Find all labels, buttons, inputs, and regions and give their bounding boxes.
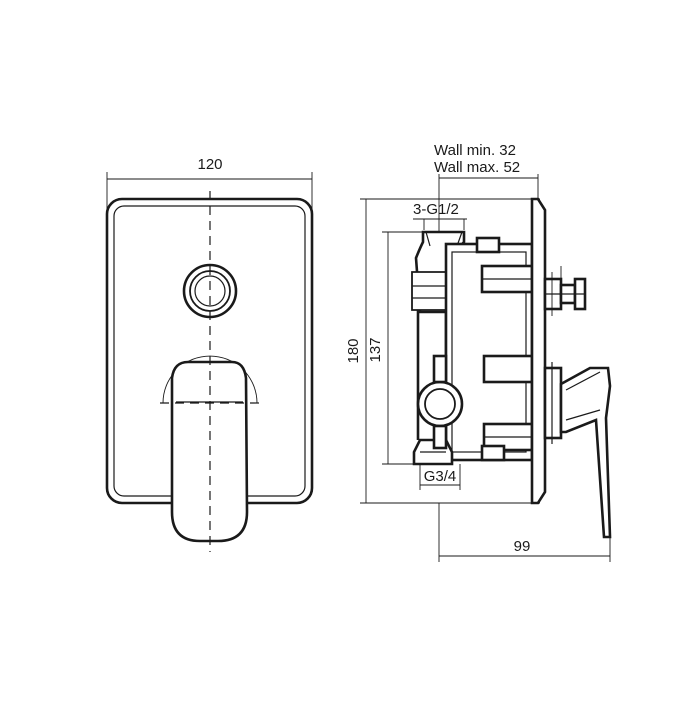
wall-min-label: Wall min. 32 <box>434 142 516 159</box>
width-dimension: 120 <box>106 156 313 214</box>
side-view: Wall min. 32 Wall max. 52 3-G1/2 180 137 <box>345 142 612 562</box>
front-view: 120 <box>105 156 314 552</box>
side-lever <box>543 362 612 539</box>
depth-dimension: 99 <box>438 503 611 562</box>
diverter-stem <box>543 266 587 316</box>
overall-height-label: 180 <box>345 338 362 363</box>
overall-height-dimension: 180 <box>345 198 540 504</box>
inlet-thread-label: 3-G1/2 <box>413 201 459 218</box>
wall-max-label: Wall max. 52 <box>434 159 520 176</box>
body-height-label: 137 <box>367 337 384 362</box>
depth-label: 99 <box>514 538 531 555</box>
mounting-plate <box>530 197 547 505</box>
body-height-dimension: 137 <box>367 231 432 465</box>
valve-body <box>411 230 534 466</box>
width-label: 120 <box>197 156 222 173</box>
outlet-thread-label: G3/4 <box>424 468 457 485</box>
